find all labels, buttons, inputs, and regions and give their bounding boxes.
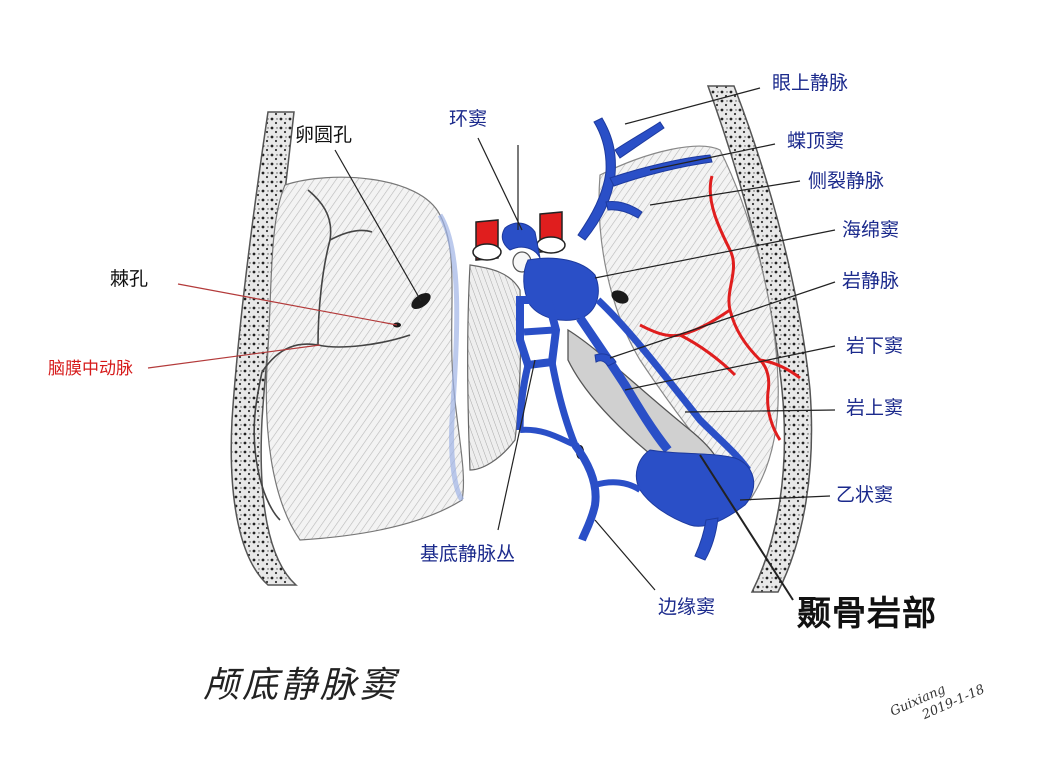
label-cavernous-sinus: 海绵窦 (842, 219, 900, 241)
right-foramen (611, 290, 629, 304)
label-superior-petrosal-sinus: 岩上窦 (846, 397, 904, 419)
label-basilar-plexus: 基底静脉丛 (420, 543, 516, 565)
leader-lines (334, 87, 836, 601)
label-foramen-ovale: 卵圆孔 (295, 124, 353, 146)
left-fossa-edge (437, 213, 465, 502)
label-foramen-spinosum: 棘孔 (110, 268, 149, 290)
label-petrous-temporal: 颞骨岩部 (797, 594, 937, 634)
artery-leader-lines (147, 283, 398, 369)
label-petrosal-vein: 岩静脉 (842, 270, 900, 292)
label-superior-ophthalmic-vein: 眼上静脉 (772, 72, 849, 94)
left-middle-cranial-fossa (265, 176, 465, 541)
handwritten-title: 颅底静脉窦 (203, 665, 399, 706)
label-marginal-sinus: 边缘窦 (658, 596, 716, 618)
label-sylvian-vein: 侧裂静脉 (808, 170, 885, 192)
clivus (467, 264, 522, 471)
label-middle-meningeal-artery: 脑膜中动脉 (48, 359, 133, 379)
label-sigmoid-sinus: 乙状窦 (836, 484, 894, 506)
label-circular-sinus: 环窦 (449, 108, 488, 130)
label-sphenoparietal-sinus: 蝶顶窦 (787, 130, 845, 152)
venous-sinuses (501, 117, 755, 561)
label-inferior-petrosal-sinus: 岩下窦 (846, 335, 904, 357)
